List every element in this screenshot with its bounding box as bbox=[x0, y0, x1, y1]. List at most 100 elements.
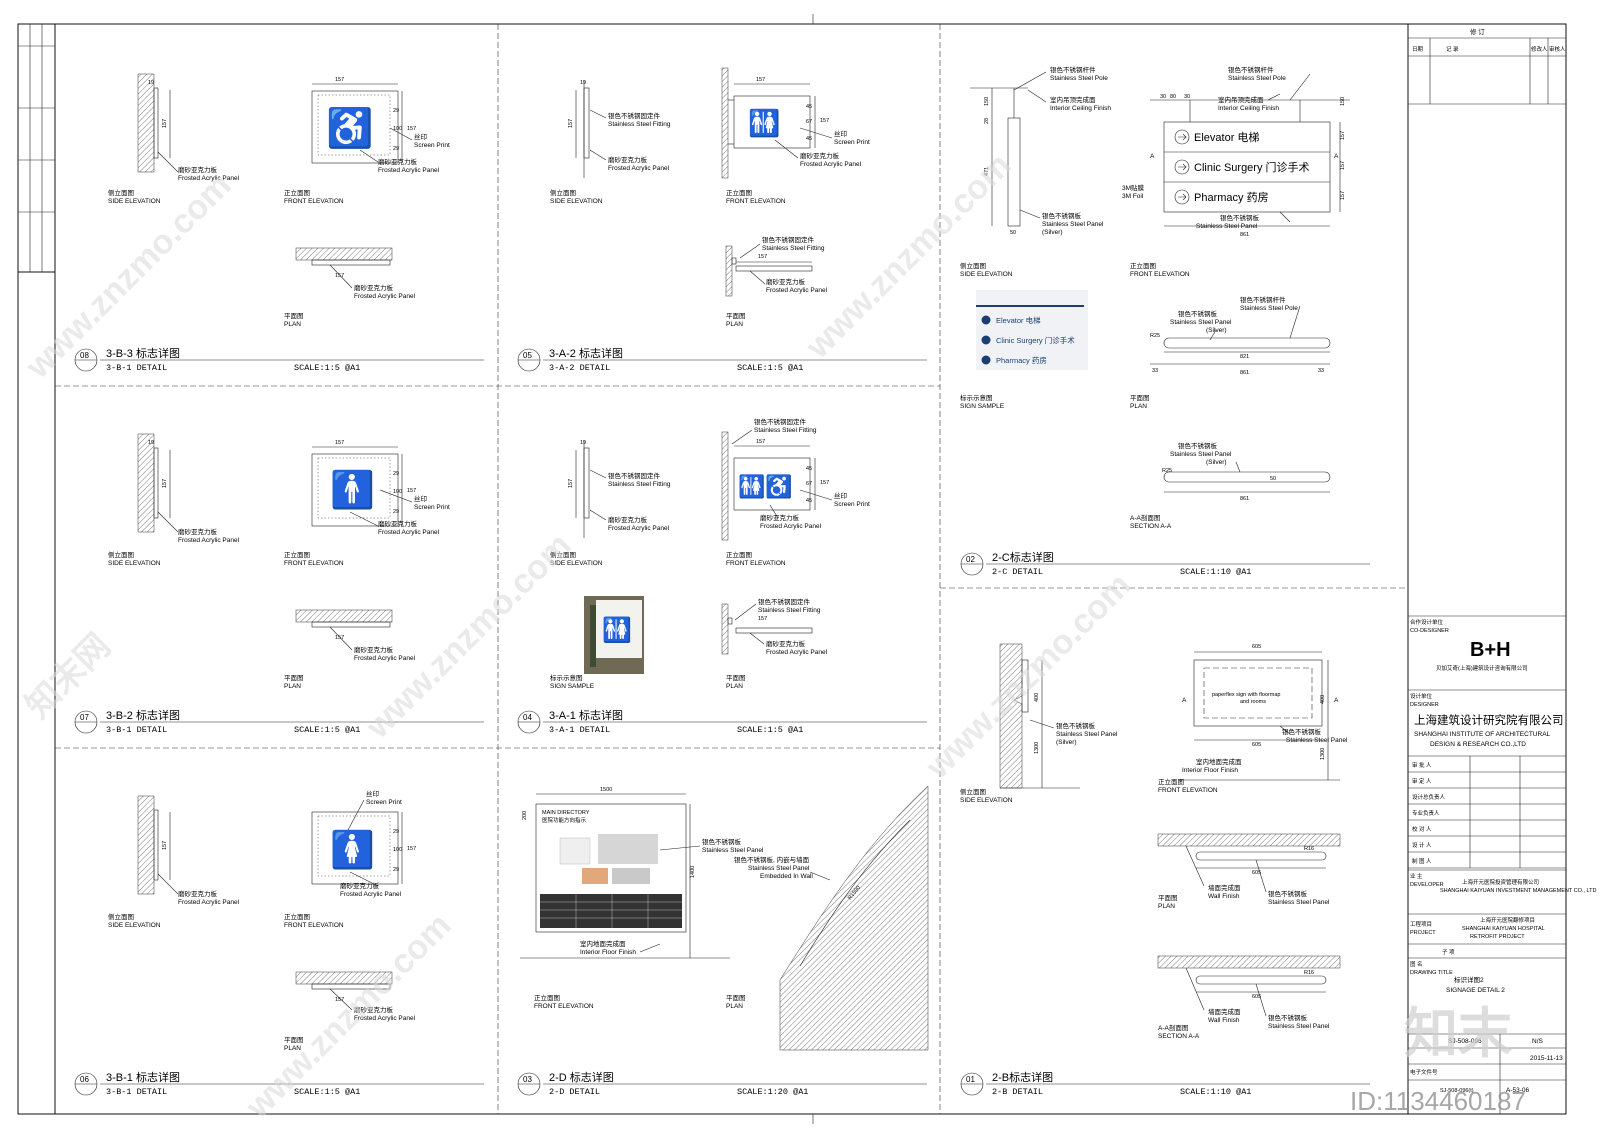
signoff-role: 专业负责人 bbox=[1412, 809, 1440, 817]
svg-text:SIGN SAMPLE: SIGN SAMPLE bbox=[550, 683, 595, 690]
svg-text:平面图: 平面图 bbox=[284, 312, 304, 320]
svg-text:SECTION A-A: SECTION A-A bbox=[1158, 1033, 1200, 1040]
svg-text:and rooms: and rooms bbox=[1240, 699, 1266, 705]
svg-text:侧立面图: 侧立面图 bbox=[960, 261, 986, 270]
svg-text:33: 33 bbox=[1318, 368, 1324, 374]
svg-text:Frosted Acrylic Panel: Frosted Acrylic Panel bbox=[340, 891, 402, 898]
svg-text:Screen Print: Screen Print bbox=[834, 501, 870, 508]
svg-text:室内吊顶完成面: 室内吊顶完成面 bbox=[1218, 95, 1264, 104]
svg-text:(Silver): (Silver) bbox=[1206, 327, 1227, 334]
detail-subtitle: 3-B-1 DETAIL bbox=[106, 363, 167, 373]
svg-text:修 订: 修 订 bbox=[1470, 27, 1485, 36]
signoff-role: 审 批 人 bbox=[1412, 761, 1432, 769]
floormap-graphic bbox=[559, 834, 658, 884]
svg-text:Wall Finish: Wall Finish bbox=[1208, 893, 1240, 900]
svg-text:正立面图: 正立面图 bbox=[284, 912, 310, 921]
svg-text:Stainless Steel Fitting: Stainless Steel Fitting bbox=[608, 481, 671, 488]
svg-text:工程项目: 工程项目 bbox=[1410, 920, 1432, 928]
svg-text:PROJECT: PROJECT bbox=[1410, 930, 1436, 936]
svg-text:PLAN: PLAN bbox=[726, 1003, 743, 1010]
svg-text:Interior Floor Finish: Interior Floor Finish bbox=[580, 949, 636, 956]
arrow-icon bbox=[981, 335, 991, 345]
svg-text:银色不锈钢固定件: 银色不锈钢固定件 bbox=[754, 417, 807, 426]
svg-text:DRAWING TITLE: DRAWING TITLE bbox=[1410, 970, 1453, 976]
svg-text:A-A剖面图: A-A剖面图 bbox=[1130, 513, 1160, 522]
panel-08: 19 157 磨砂亚克力板 Frosted Acrylic Panel 侧立面图… bbox=[108, 73, 450, 328]
svg-text:Stainless Steel Fitting: Stainless Steel Fitting bbox=[754, 427, 817, 434]
svg-text:FRONT ELEVATION: FRONT ELEVATION bbox=[726, 198, 786, 205]
signoff-role: 设计总负责人 bbox=[1412, 793, 1446, 801]
svg-text:磨砂亚克力板: 磨砂亚克力板 bbox=[340, 881, 380, 890]
svg-text:SHANGHAI INSTITUTE OF ARCHITEC: SHANGHAI INSTITUTE OF ARCHITECTURAL bbox=[1414, 731, 1551, 738]
svg-text:侧立面图: 侧立面图 bbox=[108, 550, 134, 559]
svg-text:平面图: 平面图 bbox=[284, 1036, 304, 1044]
svg-text:30: 30 bbox=[1184, 94, 1190, 100]
svg-text:Stainless Steel Panel: Stainless Steel Panel bbox=[1170, 319, 1232, 326]
svg-text:正立面图: 正立面图 bbox=[726, 550, 752, 559]
svg-text:磨砂亚克力板: 磨砂亚克力板 bbox=[766, 277, 806, 286]
svg-text:银色不锈钢板: 银色不锈钢板 bbox=[1056, 721, 1096, 730]
svg-text:正立面图: 正立面图 bbox=[726, 188, 752, 197]
svg-text:29: 29 bbox=[393, 146, 399, 152]
restroom-icon: 🚻 bbox=[748, 108, 780, 138]
panel-03: 1500 MAIN DIRECTORY 医院功能方向指示 1400 200 银色… bbox=[520, 785, 929, 1051]
svg-text:R16: R16 bbox=[1304, 846, 1314, 852]
svg-text:SECTION A-A: SECTION A-A bbox=[1130, 523, 1172, 530]
arrow-icon bbox=[1174, 129, 1190, 145]
svg-text:🚻: 🚻 bbox=[602, 616, 632, 644]
svg-text:平面图: 平面图 bbox=[726, 674, 746, 682]
svg-text:丝印: 丝印 bbox=[834, 491, 847, 500]
svg-text:丝印: 丝印 bbox=[834, 129, 847, 138]
panel-07: 19 157 磨砂亚克力板 Frosted Acrylic Panel 侧立面图… bbox=[108, 433, 450, 690]
detail-scale: SCALE:1:5 @A1 bbox=[294, 725, 360, 735]
svg-text:Stainless Steel Panel: Stainless Steel Panel bbox=[748, 865, 810, 872]
svg-text:Frosted Acrylic Panel: Frosted Acrylic Panel bbox=[354, 655, 416, 662]
svg-text:Frosted Acrylic Panel: Frosted Acrylic Panel bbox=[354, 1015, 416, 1022]
svg-text:Frosted Acrylic Panel: Frosted Acrylic Panel bbox=[178, 537, 240, 544]
svg-text:磨砂亚克力板: 磨砂亚克力板 bbox=[354, 283, 394, 292]
svg-text:50: 50 bbox=[1010, 230, 1016, 236]
svg-text:CO-DESIGNER: CO-DESIGNER bbox=[1410, 628, 1449, 634]
svg-text:821: 821 bbox=[1240, 354, 1249, 360]
svg-text:157: 157 bbox=[335, 273, 344, 279]
svg-text:Stainless Steel Fitting: Stainless Steel Fitting bbox=[762, 245, 825, 252]
svg-text:上海开元医院翻修项目: 上海开元医院翻修项目 bbox=[1480, 916, 1535, 924]
svg-text:R25: R25 bbox=[1150, 333, 1160, 339]
detail-scale: SCALE:1:5 @A1 bbox=[294, 1087, 360, 1097]
arrow-icon bbox=[981, 355, 991, 365]
wheelchair-icon: ♿ bbox=[326, 106, 373, 150]
svg-text:157: 157 bbox=[1340, 191, 1346, 200]
svg-text:PLAN: PLAN bbox=[726, 683, 743, 690]
svg-text:157: 157 bbox=[756, 439, 765, 445]
svg-text:29: 29 bbox=[393, 867, 399, 873]
sample-label: Clinic Surgery 门诊手术 bbox=[996, 335, 1075, 345]
svg-text:100: 100 bbox=[393, 847, 402, 853]
svg-text:157: 157 bbox=[407, 126, 416, 132]
svg-text:50: 50 bbox=[1270, 476, 1276, 482]
svg-text:(Silver): (Silver) bbox=[1206, 459, 1227, 466]
svg-text:(Silver): (Silver) bbox=[1056, 739, 1077, 746]
svg-text:医院功能方向指示: 医院功能方向指示 bbox=[542, 816, 587, 824]
svg-text:400: 400 bbox=[1034, 693, 1040, 702]
svg-text:磨砂亚克力板: 磨砂亚克力板 bbox=[178, 889, 218, 898]
svg-text:磨砂亚克力板: 磨砂亚克力板 bbox=[178, 165, 218, 174]
svg-text:(Silver): (Silver) bbox=[1042, 229, 1063, 236]
svg-text:正立面图: 正立面图 bbox=[284, 188, 310, 197]
panel-02: 150 28 471 50 银色不锈钢杆件 Stainless Steel Po… bbox=[960, 65, 1350, 530]
svg-text:45: 45 bbox=[806, 466, 812, 472]
svg-text:157: 157 bbox=[335, 440, 344, 446]
svg-text:银色不锈钢板: 银色不锈钢板 bbox=[1178, 441, 1218, 450]
restroom-accessible-icon: 🚻♿ bbox=[738, 474, 793, 499]
svg-text:审核人: 审核人 bbox=[1549, 45, 1566, 53]
svg-text:19: 19 bbox=[580, 80, 586, 86]
svg-text:157: 157 bbox=[335, 997, 344, 1003]
detail-subtitle: 2-D DETAIL bbox=[549, 1087, 600, 1097]
detail-number: 02 bbox=[966, 555, 975, 564]
sign-item-label: Pharmacy 药房 bbox=[1194, 191, 1269, 204]
svg-text:设计单位: 设计单位 bbox=[1410, 692, 1433, 700]
svg-text:3M贴膜: 3M贴膜 bbox=[1122, 183, 1145, 192]
